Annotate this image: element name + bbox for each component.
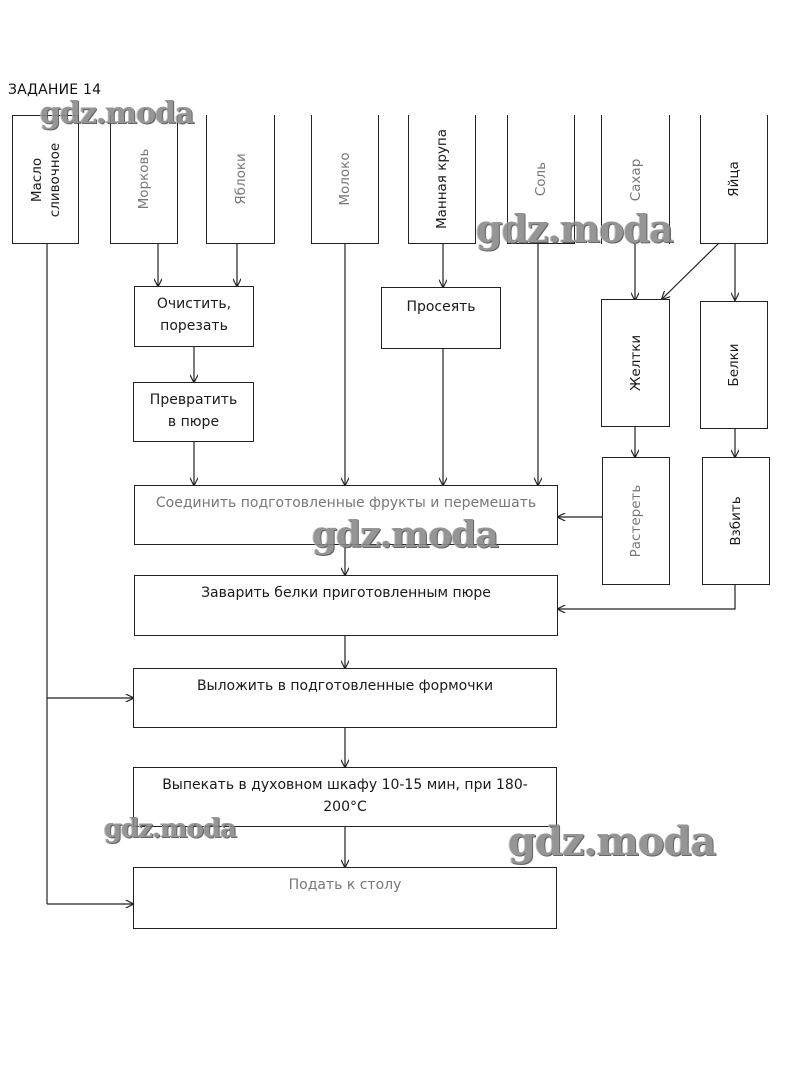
ingredient-label: Яблоки bbox=[232, 153, 249, 205]
ingredient-milk: Молоко bbox=[311, 115, 379, 244]
task-title: ЗАДАНИЕ 14 bbox=[8, 82, 102, 98]
watermark: gdz.moda bbox=[312, 514, 499, 556]
ingredient-label: Молоко bbox=[337, 152, 353, 206]
ingredient-butter: Масло сливочное bbox=[12, 115, 79, 244]
step-mold: Выложить в подготовленные формочки bbox=[133, 668, 557, 728]
step-combine: Соединить подготовленные фрукты и переме… bbox=[134, 485, 558, 545]
watermark: gdz.moda bbox=[508, 818, 716, 865]
arrow-whip-brew bbox=[558, 585, 736, 609]
step-serve: Подать к столу bbox=[133, 867, 557, 929]
ingredient-apples: Яблоки bbox=[206, 115, 275, 244]
step-label: Подать к столу bbox=[288, 877, 402, 893]
watermark: gdz.moda bbox=[476, 206, 674, 251]
step-label: Белки bbox=[726, 343, 742, 387]
ingredient-salt: Соль bbox=[507, 115, 575, 244]
step-label: Соединить подготовленные фрукты и переме… bbox=[155, 495, 537, 511]
ingredient-label: Яйца bbox=[726, 161, 742, 197]
step-label: Выложить в подготовленные формочки bbox=[196, 678, 494, 694]
watermark: gdz.moda bbox=[40, 96, 195, 131]
step-yolks: Желтки bbox=[601, 299, 670, 427]
step-label: Заварить белки приготовленным пюре bbox=[201, 585, 491, 601]
ingredient-eggs: Яйца bbox=[700, 115, 768, 244]
step-whip: Взбить bbox=[702, 457, 770, 585]
step-rub: Растереть bbox=[602, 457, 670, 585]
step-label: Превратить в пюре bbox=[149, 392, 238, 430]
ingredient-label: Соль bbox=[533, 161, 549, 197]
step-puree: Превратить в пюре bbox=[133, 382, 254, 442]
watermark: gdz.moda bbox=[104, 814, 237, 844]
ingredient-label: Манная крупа bbox=[434, 128, 450, 230]
step-label: Растереть bbox=[628, 484, 644, 558]
step-peel: Очистить, порезать bbox=[134, 286, 254, 347]
step-brew: Заварить белки приготовленным пюре bbox=[134, 575, 558, 636]
step-label: Взбить bbox=[728, 496, 744, 546]
ingredient-label: Масло сливочное bbox=[28, 142, 63, 217]
ingredient-semolina: Манная крупа bbox=[408, 115, 476, 244]
step-sift: Просеять bbox=[381, 287, 501, 349]
step-whites: Белки bbox=[700, 301, 768, 429]
step-label: Желтки bbox=[627, 334, 644, 392]
step-label: Выпекать в духовном шкафу 10-15 мин, при… bbox=[162, 777, 528, 815]
step-bake: Выпекать в духовном шкафу 10-15 мин, при… bbox=[133, 767, 557, 827]
ingredient-label: Сахар bbox=[627, 158, 644, 201]
arrow-eggs-yolks bbox=[662, 242, 720, 299]
step-label: Очистить, порезать bbox=[156, 296, 232, 334]
ingredient-sugar: Сахар bbox=[601, 115, 670, 244]
ingredient-label: Морковь bbox=[136, 148, 152, 210]
ingredient-carrot: Морковь bbox=[110, 115, 178, 244]
step-label: Просеять bbox=[406, 299, 476, 315]
